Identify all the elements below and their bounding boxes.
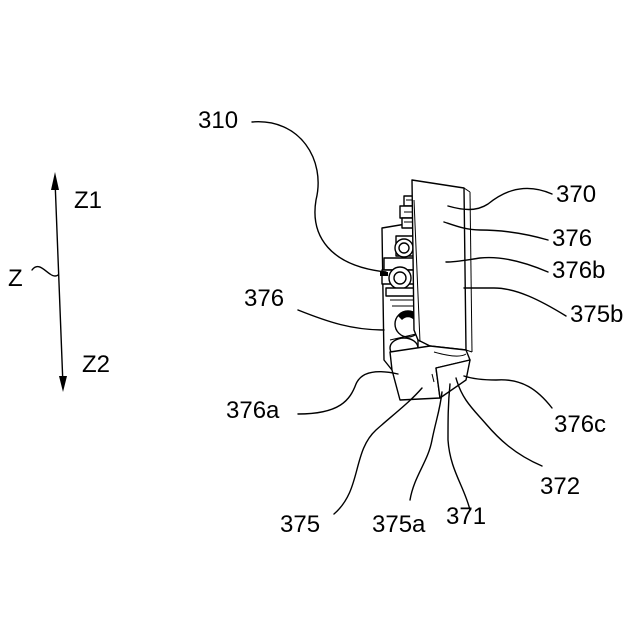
- leader-310: [252, 122, 386, 272]
- z-axis-line: [55, 180, 63, 386]
- label-310: 310: [198, 107, 238, 134]
- label-370: 370: [556, 181, 596, 208]
- z1-label: Z1: [74, 187, 102, 214]
- device-assembly: [380, 180, 472, 400]
- leader-372: [456, 378, 542, 466]
- z2-label: Z2: [82, 351, 110, 378]
- label-375a: 375a: [372, 511, 426, 538]
- leader-376c: [464, 376, 552, 408]
- label-372: 372: [540, 473, 580, 500]
- leader-375a: [410, 392, 442, 500]
- label-371: 371: [446, 503, 486, 530]
- label-376-left: 376: [244, 285, 284, 312]
- z-axis-leader: [32, 267, 58, 276]
- label-376-right: 376: [552, 225, 592, 252]
- label-376b: 376b: [552, 257, 605, 284]
- leader-371: [448, 384, 470, 510]
- leader-375: [334, 388, 422, 514]
- leader-376a: [298, 372, 398, 414]
- leader-376-left: [298, 310, 384, 330]
- front-cover: [412, 180, 466, 350]
- label-376c: 376c: [554, 411, 606, 438]
- z1-arrowhead: [51, 172, 59, 190]
- z-axis-label: Z: [8, 265, 23, 292]
- label-375b: 375b: [570, 301, 623, 328]
- leader-375b: [464, 288, 566, 316]
- label-376a: 376a: [226, 397, 280, 424]
- z-axis-indicator: Z Z1 Z2: [8, 172, 110, 392]
- label-375: 375: [280, 511, 320, 538]
- z2-arrowhead: [59, 376, 67, 392]
